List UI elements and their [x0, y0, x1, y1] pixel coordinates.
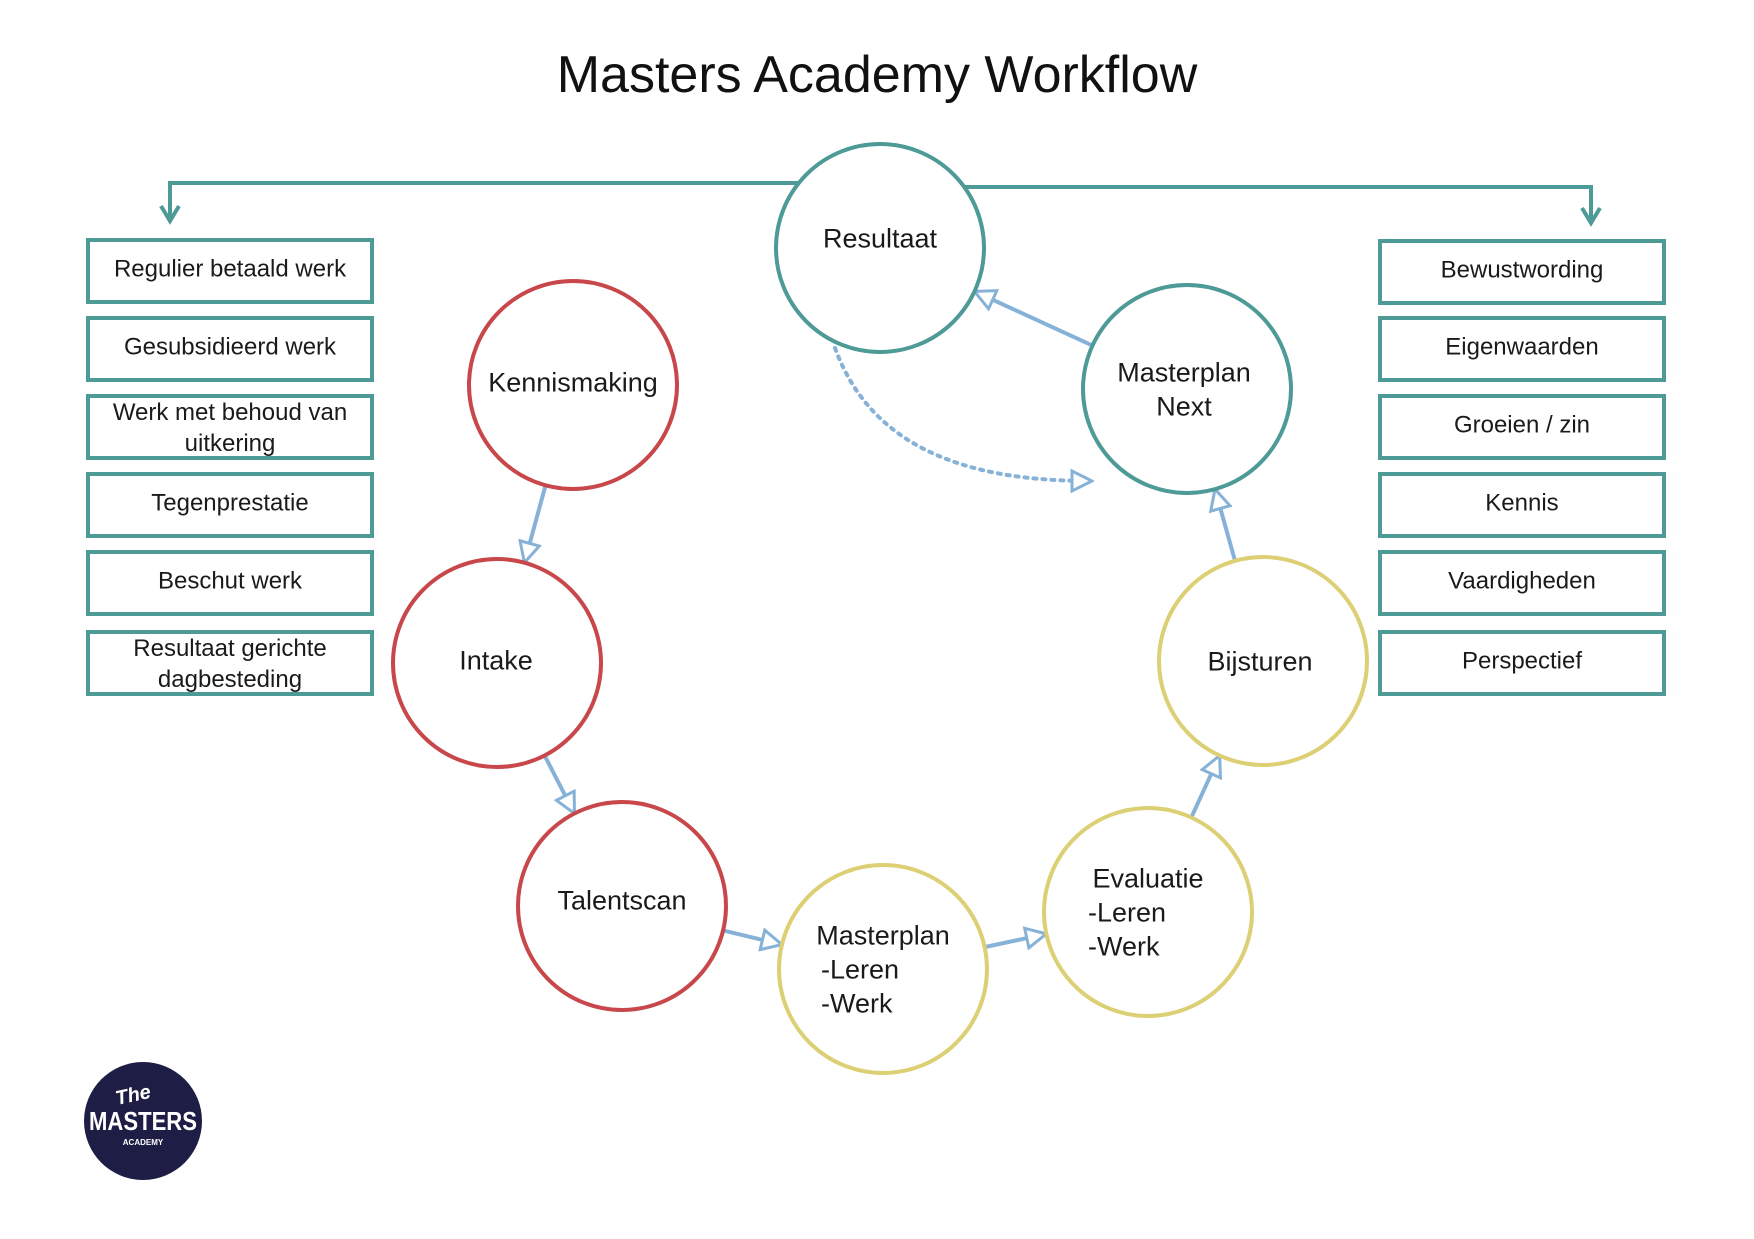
- edge-talentscan-to-masterplan: [722, 930, 781, 944]
- right-box-frame: [1378, 316, 1666, 382]
- branch-right-line: [960, 185, 1593, 221]
- node-evaluatie-circle: [1042, 806, 1254, 1018]
- edge-evaluatie-to-bijsturen: [1189, 756, 1219, 819]
- page-title: Masters Academy Workflow: [557, 46, 1198, 104]
- node-masterplan-next-circle: [1081, 283, 1293, 495]
- node-kennismaking-label-line: Kennismaking: [488, 368, 658, 398]
- node-masterplan-next-label-line: Next: [1156, 392, 1212, 422]
- edge-kennismaking-to-intake: [525, 484, 548, 561]
- node-talentscan-circle: [516, 800, 728, 1012]
- node-evaluatie-label-line: -Leren: [1088, 898, 1166, 928]
- left-box-frame: [86, 550, 374, 616]
- left-box-label: Tegenprestatie: [151, 489, 308, 516]
- node-masterplan-label-line: Masterplan: [816, 921, 950, 951]
- logo-masters: MASTERS: [89, 1106, 197, 1136]
- node-resultaat-circle: [774, 142, 986, 354]
- node-masterplan: Masterplan -Leren -Werk: [777, 863, 989, 1075]
- left-box: Werk met behoud van uitkering: [86, 394, 374, 460]
- right-box-label: Kennis: [1485, 489, 1558, 516]
- node-evaluatie: Evaluatie -Leren -Werk: [1042, 806, 1254, 1018]
- left-box: Resultaat gerichte dagbesteding: [86, 630, 374, 696]
- right-box: Bewustwording: [1378, 239, 1666, 305]
- branch-left-line: [168, 181, 800, 219]
- nodes-layer: ResultaatMasterplanNextKennismakingIntak…: [391, 142, 1369, 1075]
- node-intake-circle: [391, 557, 603, 769]
- node-bijsturen-label-line: Bijsturen: [1207, 647, 1312, 677]
- left-box-frame: [86, 316, 374, 382]
- node-masterplan-label-line: -Leren: [821, 955, 899, 985]
- edge-masterplan-next-to-resultaat: [975, 292, 1094, 348]
- left-box: Tegenprestatie: [86, 472, 374, 538]
- left-box-label: Gesubsidieerd werk: [124, 333, 337, 360]
- left-box-label: Werk met behoud van: [113, 399, 347, 426]
- left-box-label: Beschut werk: [158, 567, 303, 594]
- branch-left-arrowhead: [159, 204, 181, 225]
- node-talentscan: Talentscan: [516, 800, 728, 1012]
- node-bijsturen: Bijsturen: [1157, 555, 1369, 767]
- edges-layer: [525, 292, 1237, 947]
- edge-intake-to-talentscan: [542, 754, 574, 812]
- right-box: Eigenwaarden: [1378, 316, 1666, 382]
- left-box: Gesubsidieerd werk: [86, 316, 374, 382]
- node-kennismaking-circle: [467, 279, 679, 491]
- node-kennismaking: Kennismaking: [467, 279, 679, 491]
- logo-badge: [84, 1062, 202, 1180]
- node-masterplan-label-line: -Werk: [821, 989, 893, 1019]
- right-box-frame: [1378, 394, 1666, 460]
- branch-right-arrowhead: [1580, 206, 1602, 227]
- node-evaluatie-label-line: Evaluatie: [1092, 864, 1203, 894]
- right-box: Perspectief: [1378, 630, 1666, 696]
- right-box-label: Vaardigheden: [1448, 567, 1596, 594]
- left-box-frame: [86, 238, 374, 304]
- left-box: Regulier betaald werk: [86, 238, 374, 304]
- right-box-label: Eigenwaarden: [1445, 333, 1598, 360]
- left-box-frame: [86, 472, 374, 538]
- node-bijsturen-circle: [1157, 555, 1369, 767]
- branch-connectors: [159, 181, 1602, 227]
- right-box: Groeien / zin: [1378, 394, 1666, 460]
- right-box-frame: [1378, 239, 1666, 305]
- right-box-frame: [1378, 550, 1666, 616]
- left-box: Beschut werk: [86, 550, 374, 616]
- logo-academy: ACADEMY: [123, 1138, 164, 1147]
- left-box-label: uitkering: [185, 430, 276, 457]
- edge-bijsturen-to-masterplan-next: [1215, 490, 1237, 562]
- edge-resultaat-to-masterplan-next: [833, 346, 1091, 481]
- node-intake-label-line: Intake: [459, 646, 533, 676]
- right-box-label: Perspectief: [1462, 647, 1582, 674]
- left-box-label: Regulier betaald werk: [114, 255, 347, 282]
- edge-masterplan-to-evaluatie: [984, 934, 1046, 947]
- node-resultaat: Resultaat: [774, 142, 986, 354]
- right-box-frame: [1378, 630, 1666, 696]
- right-box: Vaardigheden: [1378, 550, 1666, 616]
- node-masterplan-circle: [777, 863, 989, 1075]
- masters-logo: The MASTERS ACADEMY: [84, 1062, 202, 1180]
- node-talentscan-label-line: Talentscan: [557, 886, 686, 916]
- right-box-label: Bewustwording: [1441, 256, 1604, 283]
- left-box-frame: [86, 394, 374, 460]
- left-box-frame: [86, 630, 374, 696]
- node-intake: Intake: [391, 557, 603, 769]
- right-box: Kennis: [1378, 472, 1666, 538]
- left-box-label: Resultaat gerichte: [133, 635, 326, 662]
- right-box-label: Groeien / zin: [1454, 411, 1590, 438]
- right-box-frame: [1378, 472, 1666, 538]
- node-resultaat-label-line: Resultaat: [823, 224, 938, 254]
- node-evaluatie-label-line: -Werk: [1088, 932, 1160, 962]
- node-masterplan-next-label-line: Masterplan: [1117, 358, 1251, 388]
- left-box-label: dagbesteding: [158, 666, 302, 693]
